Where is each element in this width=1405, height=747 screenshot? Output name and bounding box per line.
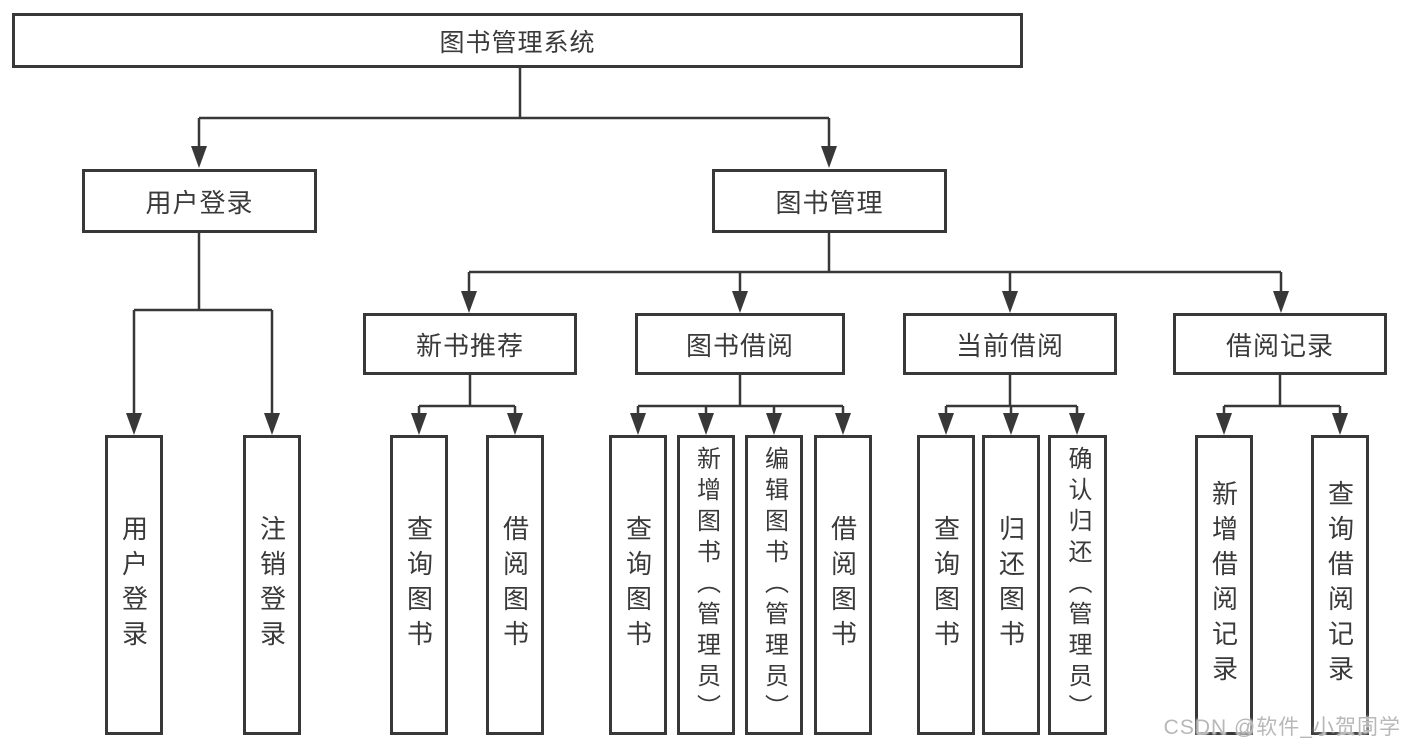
node-borrowing-records: 借阅记录 <box>1173 313 1387 375</box>
leaf-cb-confirm-return-admin: 确认归还（管理员） <box>1048 435 1107 735</box>
node-label: 图书借阅 <box>685 330 794 361</box>
node-label: 查询图书 <box>622 515 653 655</box>
leaf-nb-query-books: 查询图书 <box>390 435 448 735</box>
leaf-user-login: 用户登录 <box>105 435 163 735</box>
node-book-borrowing: 图书借阅 <box>635 313 845 375</box>
node-label: 借阅图书 <box>499 515 530 655</box>
leaf-bb-edit-book-admin: 编辑图书（管理员） <box>745 435 803 735</box>
leaf-nb-borrow-books: 借阅图书 <box>486 435 544 735</box>
leaf-bb-query-books: 查询图书 <box>609 435 667 735</box>
node-label: 编辑图书（管理员） <box>760 445 788 725</box>
node-label: 新增图书（管理员） <box>692 445 720 725</box>
node-label: 查询图书 <box>930 515 961 655</box>
node-user-login: 用户登录 <box>82 169 317 233</box>
node-new-book-recommendation: 新书推荐 <box>363 313 577 375</box>
node-label: 查询借阅记录 <box>1324 480 1355 690</box>
node-label: 图书管理系统 <box>439 28 596 57</box>
node-book-management: 图书管理 <box>712 169 947 233</box>
leaf-bb-borrow-books: 借阅图书 <box>814 435 872 735</box>
node-label: 图书管理 <box>775 187 884 218</box>
leaf-bb-add-book-admin: 新增图书（管理员） <box>677 435 735 735</box>
node-current-borrowing: 当前借阅 <box>903 313 1117 375</box>
node-label: 确认归还（管理员） <box>1064 445 1091 725</box>
node-label: 新增借阅记录 <box>1208 480 1239 690</box>
node-library-management-system: 图书管理系统 <box>12 13 1023 68</box>
csdn-watermark: CSDN @软件_小贺同学 <box>1163 716 1401 739</box>
node-label: 注销登录 <box>256 515 287 655</box>
node-label: 用户登录 <box>118 515 149 655</box>
leaf-br-query-borrow-record: 查询借阅记录 <box>1311 435 1369 735</box>
node-label: 查询图书 <box>403 515 434 655</box>
node-label: 当前借阅 <box>955 330 1064 361</box>
leaf-br-add-borrow-record: 新增借阅记录 <box>1195 435 1253 735</box>
node-label: 借阅记录 <box>1225 330 1334 361</box>
leaf-cb-query-books: 查询图书 <box>917 435 975 735</box>
node-label: 用户登录 <box>145 187 254 218</box>
node-label: 借阅图书 <box>827 515 858 655</box>
leaf-logout: 注销登录 <box>243 435 301 735</box>
node-label: 归还图书 <box>995 515 1026 655</box>
node-label: 新书推荐 <box>415 330 524 361</box>
leaf-cb-return-books: 归还图书 <box>982 435 1040 735</box>
